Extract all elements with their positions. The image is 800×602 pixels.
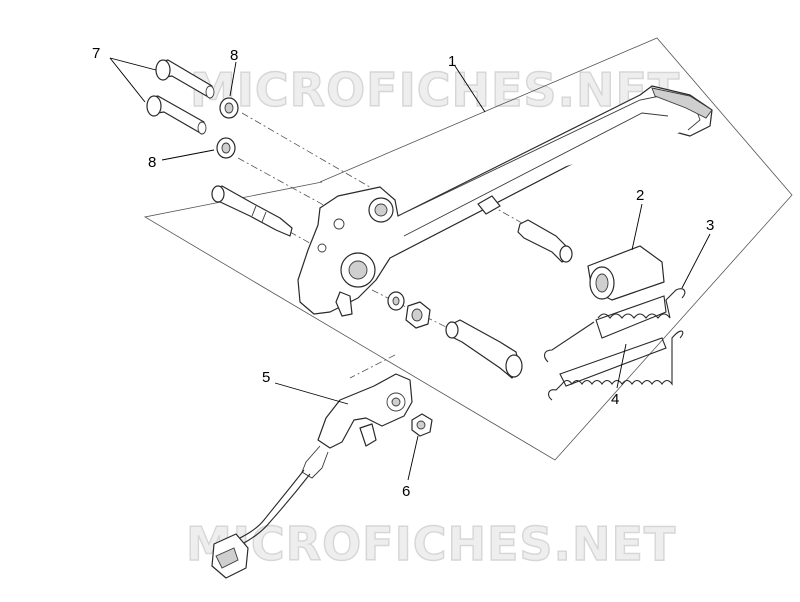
stud-bolt	[517, 219, 573, 263]
spring-hook-bolt	[445, 319, 523, 379]
leader-lines	[109, 57, 711, 481]
switch-nut	[411, 413, 433, 437]
callout-8-lower: 8	[148, 154, 156, 171]
spacer-sleeve	[587, 245, 665, 301]
spring-upper	[543, 288, 686, 363]
watermark-top: MICROFICHES.NET	[190, 63, 680, 117]
callout-6: 6	[402, 483, 410, 500]
flange-bolt-lower	[146, 95, 207, 135]
flange-bolt-upper	[155, 59, 215, 99]
spring-lower	[547, 330, 684, 401]
nut-stand	[405, 301, 431, 329]
callout-8-upper: 8	[230, 47, 238, 64]
washer-upper	[219, 97, 239, 119]
callout-4: 4	[611, 391, 619, 408]
side-stand-switch	[211, 373, 413, 579]
callout-3: 3	[706, 217, 714, 234]
washer-lower	[216, 137, 236, 159]
assembly-frame	[143, 37, 793, 461]
callout-2: 2	[636, 187, 644, 204]
side-stand	[297, 85, 713, 317]
washer-stand	[387, 291, 405, 311]
callout-7: 7	[92, 45, 100, 62]
pivot-pin	[211, 185, 293, 237]
callout-5: 5	[262, 369, 270, 386]
callout-1: 1	[448, 53, 456, 70]
